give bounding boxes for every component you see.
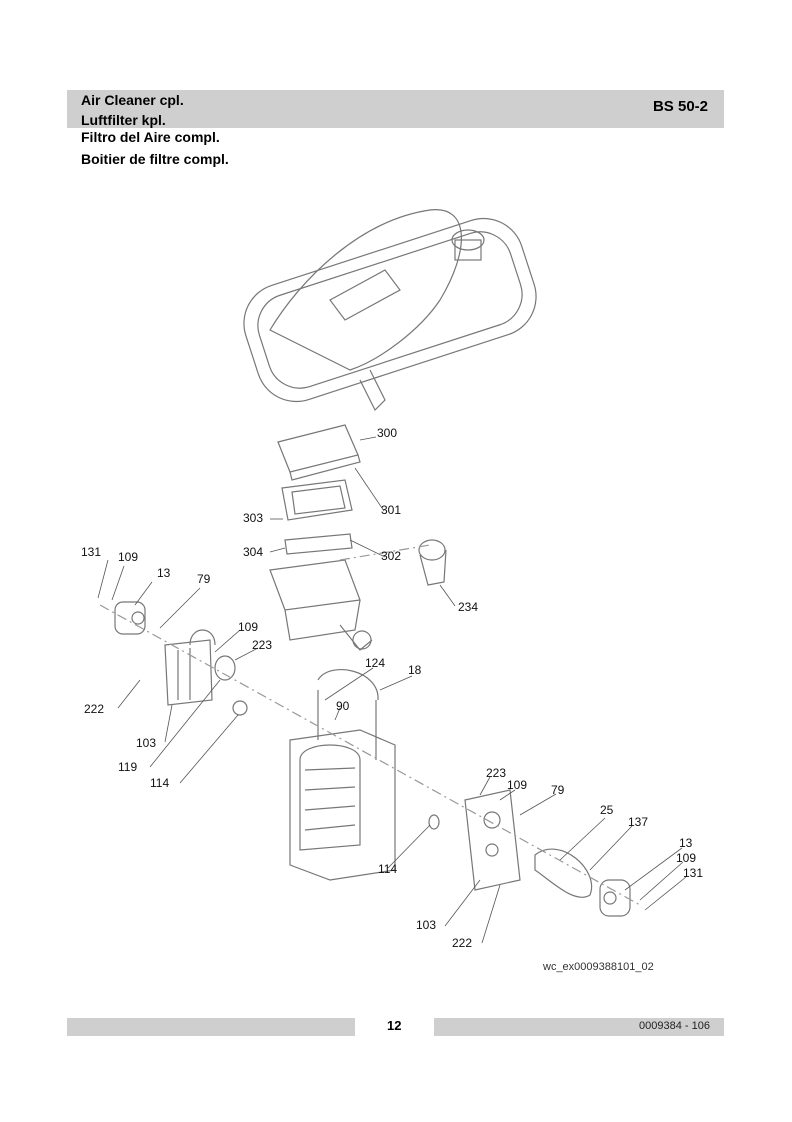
part-label: 109 — [238, 620, 259, 634]
part-label: 131 — [81, 545, 102, 559]
part-label: 114 — [378, 862, 398, 876]
document-number: 0009384 - 106 — [639, 1020, 710, 1032]
footer-bar-left — [67, 1018, 355, 1036]
figure-id: wc_ex0009388101_02 — [543, 961, 654, 973]
part-label: 79 — [551, 783, 565, 797]
part-label: 303 — [243, 511, 264, 525]
part-label: 301 — [381, 503, 402, 517]
model-number: BS 50-2 — [652, 98, 708, 115]
part-label: 90 — [336, 699, 350, 713]
part-label: 103 — [416, 918, 437, 932]
title-de: Luftfilter kpl. — [81, 112, 166, 128]
part-label: 18 — [408, 663, 422, 677]
air-filter-drawing — [269, 424, 447, 651]
header-bar — [67, 90, 724, 128]
part-label: 13 — [157, 566, 171, 580]
part-label: 131 — [683, 866, 704, 880]
footer-bar-right — [434, 1018, 724, 1036]
page-number: 12 — [387, 1018, 402, 1033]
part-label: 137 — [628, 815, 649, 829]
leader-lines — [97, 436, 687, 944]
part-label: 222 — [84, 702, 105, 716]
part-label: 109 — [676, 851, 697, 865]
part-label: 79 — [197, 572, 211, 586]
right-flange-drawing — [428, 789, 631, 917]
part-label: 234 — [458, 600, 479, 614]
part-label: 114 — [150, 776, 170, 790]
part-label: 124 — [365, 656, 386, 670]
left-flange-drawing — [114, 601, 248, 716]
part-label: 300 — [377, 426, 398, 440]
part-label: 25 — [600, 803, 614, 817]
machine-overview-drawing — [243, 209, 537, 412]
part-label: 13 — [679, 836, 693, 850]
part-label: 223 — [486, 766, 507, 780]
part-label: 222 — [452, 936, 473, 950]
part-label: 302 — [381, 549, 402, 563]
part-label: 223 — [252, 638, 273, 652]
title-fr: Boitier de filtre compl. — [81, 151, 229, 167]
part-label: 119 — [118, 760, 138, 774]
part-label: 304 — [243, 545, 264, 559]
title-en: Air Cleaner cpl. — [81, 92, 184, 108]
part-label: 109 — [118, 550, 139, 564]
part-label: 109 — [507, 778, 528, 792]
engine-drawing — [289, 669, 396, 881]
title-es: Filtro del Aire compl. — [81, 129, 220, 145]
part-label: 103 — [136, 736, 157, 750]
